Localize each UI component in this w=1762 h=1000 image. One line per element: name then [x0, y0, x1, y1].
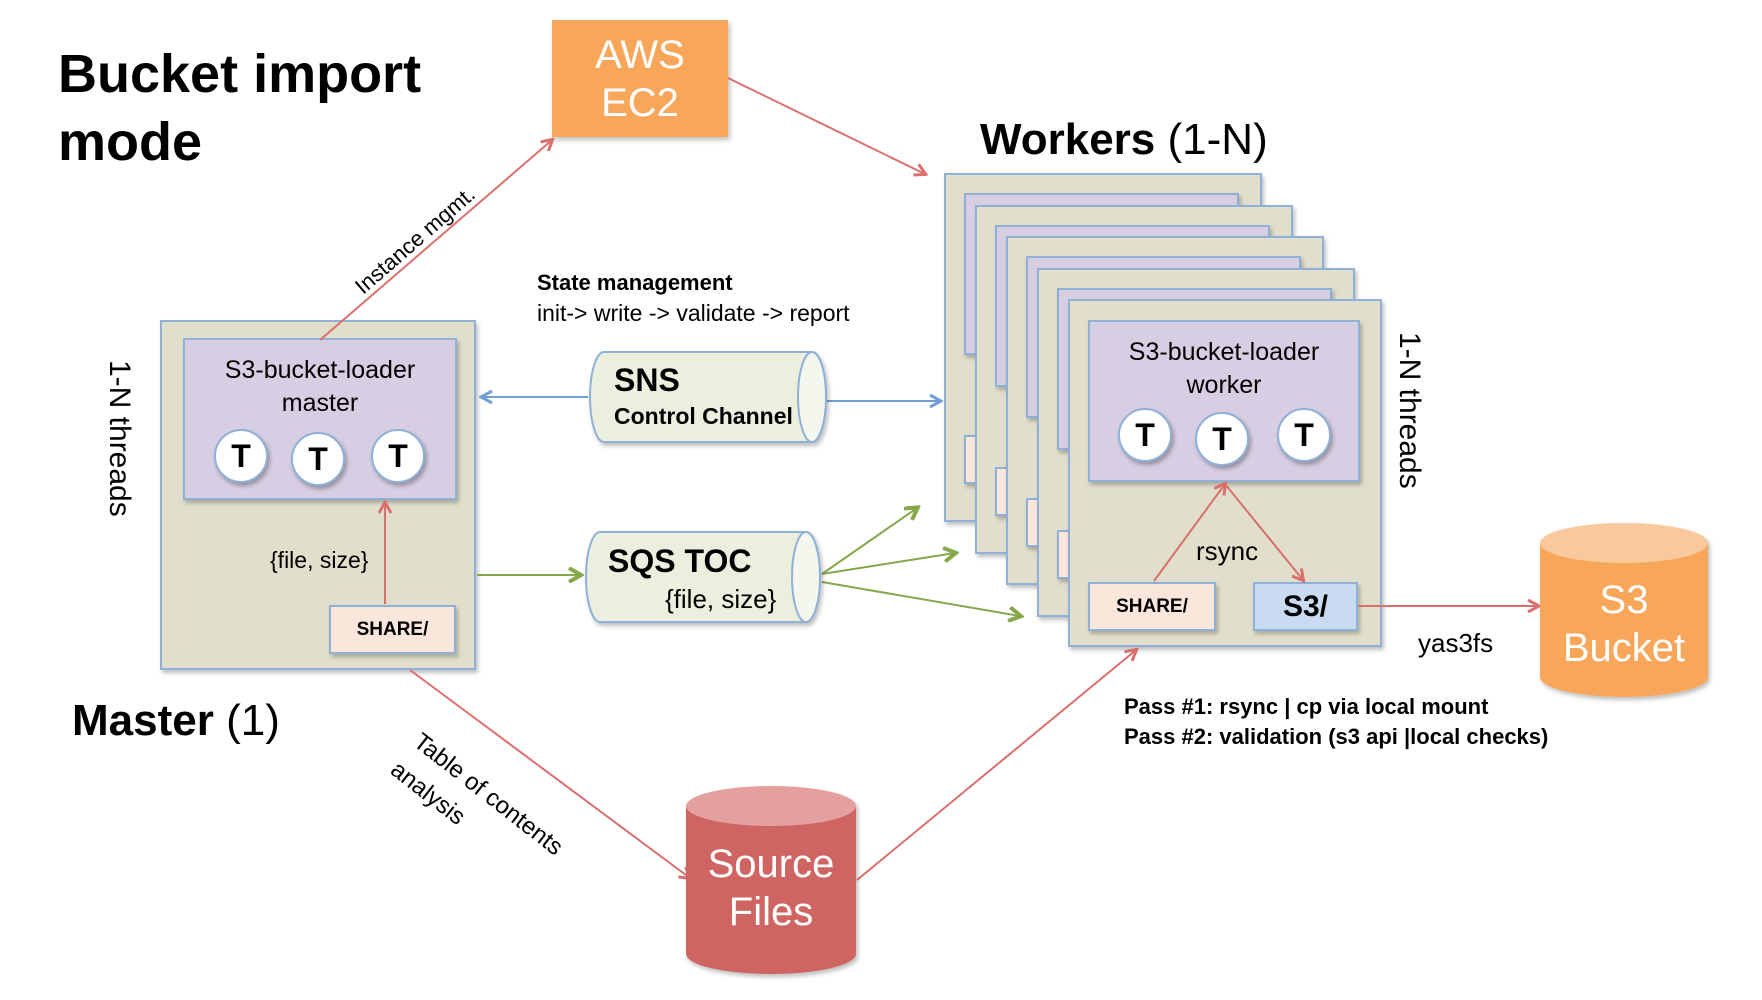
diagram-title: Bucket import mode	[58, 44, 422, 172]
master-loader-box: S3-bucket-loader master T T T	[183, 338, 457, 500]
s3-bucket-cylinder	[1540, 523, 1708, 697]
source-files-cylinder	[686, 786, 856, 974]
worker-loader-box: S3-bucket-loader worker T T T	[1088, 320, 1360, 482]
worker-s3-dir: S3/	[1253, 582, 1358, 631]
state-management-heading: State management	[537, 270, 733, 295]
sqs-queue	[585, 531, 821, 623]
state-management-flow: init-> write -> validate -> report	[537, 300, 850, 326]
worker-thread: T	[1195, 412, 1249, 466]
master-section-title: Master (1)	[72, 696, 280, 745]
ec2-to-workers-arrow	[727, 77, 925, 174]
source-to-workers-arrow	[856, 650, 1136, 881]
sqs-title: SQS TOC	[608, 543, 752, 579]
sns-subtitle: Control Channel	[614, 403, 793, 429]
pass-1-label: Pass #1: rsync | cp via local mount	[1124, 694, 1489, 719]
s3-bucket-label: S3 Bucket	[1562, 578, 1686, 670]
rsync-down-arrow	[1224, 483, 1303, 580]
rsync-up-arrow	[1153, 484, 1225, 582]
sns-title: SNS	[614, 362, 680, 398]
sqs-to-worker-arrow-2	[821, 553, 955, 575]
aws-ec2-node: AWS EC2	[552, 20, 728, 137]
worker-thread: T	[1118, 408, 1172, 462]
worker-share-dir: SHARE/	[1088, 582, 1216, 631]
worker-thread: T	[1277, 408, 1331, 462]
master-thread: T	[214, 429, 268, 483]
workers-section-title: Workers (1-N)	[980, 115, 1268, 164]
instance-mgmt-arrow	[319, 140, 552, 341]
sqs-to-worker-arrow-3	[821, 581, 1020, 616]
toc-analysis-arrow	[409, 669, 690, 878]
pass-2-label: Pass #2: validation (s3 api |local check…	[1124, 724, 1549, 749]
master-thread: T	[371, 429, 425, 483]
master-file-size-label: {file, size}	[270, 547, 369, 573]
yas3fs-label: yas3fs	[1418, 628, 1494, 658]
sqs-to-worker-arrow-1	[821, 508, 917, 575]
rsync-label: rsync	[1196, 536, 1259, 566]
sqs-subtitle: {file, size}	[665, 584, 777, 614]
sns-queue	[589, 351, 827, 443]
master-share-dir: SHARE/	[329, 605, 456, 654]
master-thread: T	[291, 432, 345, 486]
source-files-label: Source Files	[707, 842, 835, 934]
